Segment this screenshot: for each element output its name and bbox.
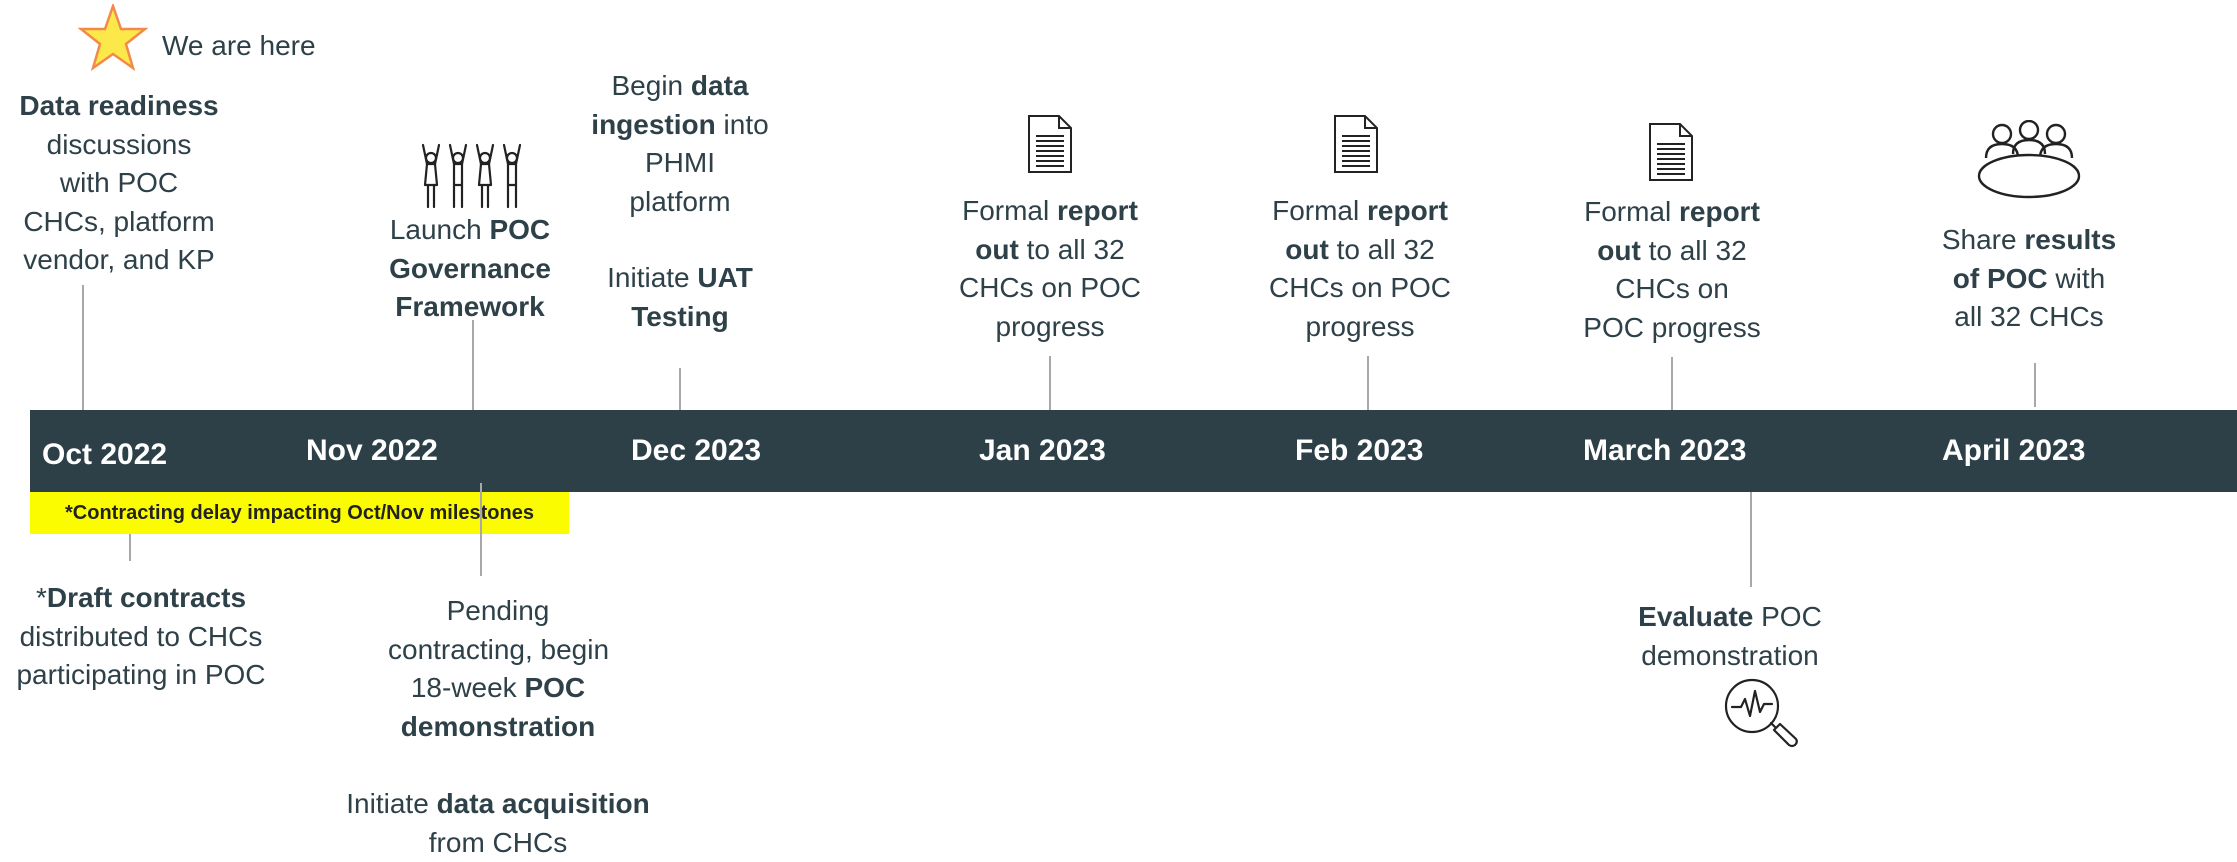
- connector-nov-below: [480, 483, 482, 576]
- connector-march-above: [1671, 357, 1673, 411]
- connector-nov-above: [472, 320, 474, 411]
- mar-above-line2b: to all 32: [1641, 235, 1747, 266]
- jan-above-line4: progress: [945, 308, 1155, 347]
- connector-feb-above: [1367, 356, 1369, 411]
- oct-below-line1a: *: [36, 582, 47, 613]
- feb-above-line4: progress: [1255, 308, 1465, 347]
- nov-below-line1: Pending: [388, 592, 608, 631]
- star-icon: [78, 4, 148, 72]
- jan-above-line1a: Formal: [962, 195, 1057, 226]
- jan-above-line3: CHCs on POC: [945, 269, 1155, 308]
- nov-below-line5b: data acquisition: [437, 788, 650, 819]
- nov-above-line1a: Launch: [390, 214, 490, 245]
- dec-above-line1b: data: [691, 70, 749, 101]
- mar-above-line2a: out: [1597, 235, 1641, 266]
- milestone-dec-above: Begin data ingestion into PHMI platform …: [580, 67, 780, 336]
- oct-below-line3: participating in POC: [0, 656, 282, 695]
- nov-below-line5a: Initiate: [346, 788, 436, 819]
- jan-above-line2b: to all 32: [1019, 234, 1125, 265]
- oct-below-line2: distributed to CHCs: [0, 618, 282, 657]
- month-label-jan-2023: Jan 2023: [979, 434, 1106, 468]
- feb-above-line1b: report: [1367, 195, 1448, 226]
- dec-above-line5a: Initiate: [607, 262, 697, 293]
- connector-oct-below: [129, 534, 131, 561]
- feb-above-line2a: out: [1285, 234, 1329, 265]
- dec-above-line6: Testing: [631, 301, 728, 332]
- oct-above-bold: Data readiness: [19, 90, 218, 121]
- dec-above-line5b: UAT: [697, 262, 752, 293]
- contracting-delay-banner: *Contracting delay impacting Oct/Nov mil…: [30, 492, 569, 534]
- month-label-dec-2023: Dec 2023: [631, 434, 761, 468]
- milestone-nov-above: Launch POC Governance Framework: [375, 211, 565, 327]
- dec-above-line3: PHMI: [580, 144, 780, 183]
- oct-below-line1b: Draft contracts: [47, 582, 246, 613]
- month-label-oct-2022: Oct 2022: [42, 438, 167, 472]
- mar-above-line3: CHCs on: [1567, 270, 1777, 309]
- dec-above-line2a: ingestion: [591, 109, 715, 140]
- nov-below-line6: from CHCs: [328, 824, 668, 862]
- feb-above-line2b: to all 32: [1329, 234, 1435, 265]
- nov-above-line1b: POC: [489, 214, 550, 245]
- dec-above-line4: platform: [580, 183, 780, 222]
- month-label-march-2023: March 2023: [1583, 434, 1746, 468]
- milestone-march-below: Evaluate POC demonstration: [1630, 598, 1830, 675]
- we-are-here-label: We are here: [162, 27, 316, 66]
- feb-above-line3: CHCs on POC: [1255, 269, 1465, 308]
- celebrating-people-icon: [418, 143, 526, 209]
- milestone-feb-above: Formal report out to all 32 CHCs on POC …: [1255, 192, 1465, 346]
- connector-oct-above: [82, 285, 84, 411]
- nov-below-line2: contracting, begin: [388, 631, 608, 670]
- mar-below-line2: demonstration: [1630, 637, 1830, 676]
- timeline-bar: Oct 2022 Nov 2022 Dec 2023 Jan 2023 Feb …: [30, 410, 2237, 492]
- feb-above-line1a: Formal: [1272, 195, 1367, 226]
- nov-below-line4: demonstration: [401, 711, 595, 742]
- connector-jan-above: [1049, 356, 1051, 411]
- oct-above-line3: with POC: [18, 164, 220, 203]
- month-label-nov-2022: Nov 2022: [306, 434, 438, 468]
- milestone-oct-above: Data readiness discussions with POC CHCs…: [18, 87, 220, 280]
- apr-above-line3: all 32 CHCs: [1924, 298, 2134, 337]
- jan-above-line2a: out: [975, 234, 1019, 265]
- connector-dec-above: [679, 368, 681, 411]
- analytics-magnifier-icon: [1722, 676, 1802, 750]
- dec-above-line2b: into: [716, 109, 769, 140]
- milestone-nov-below: Pending contracting, begin 18-week POC d…: [388, 592, 608, 746]
- meeting-table-icon: [1976, 120, 2082, 200]
- connector-march-below: [1750, 492, 1752, 587]
- nov-above-line3: Framework: [395, 291, 544, 322]
- mar-above-line1b: report: [1679, 196, 1760, 227]
- mar-above-line4: POC progress: [1567, 309, 1777, 348]
- oct-above-line2: discussions: [18, 126, 220, 165]
- milestone-jan-above: Formal report out to all 32 CHCs on POC …: [945, 192, 1155, 346]
- nov-below-line3a: 18-week: [411, 672, 525, 703]
- apr-above-line1b: results: [2024, 224, 2116, 255]
- milestone-nov-below-acquisition: Initiate data acquisition from CHCs: [328, 785, 668, 862]
- nov-below-line3b: POC: [524, 672, 585, 703]
- month-label-april-2023: April 2023: [1942, 434, 2085, 468]
- document-icon: [1648, 122, 1694, 182]
- connector-april-above: [2034, 363, 2036, 407]
- mar-below-line1b: POC: [1753, 601, 1821, 632]
- mar-below-line1a: Evaluate: [1638, 601, 1753, 632]
- oct-above-line4: CHCs, platform: [18, 203, 220, 242]
- milestone-april-above: Share results of POC with all 32 CHCs: [1924, 221, 2134, 337]
- milestone-oct-below: *Draft contracts distributed to CHCs par…: [0, 579, 282, 695]
- document-icon: [1027, 114, 1073, 174]
- mar-above-line1a: Formal: [1584, 196, 1679, 227]
- oct-above-line5: vendor, and KP: [18, 241, 220, 280]
- milestone-march-above: Formal report out to all 32 CHCs on POC …: [1567, 193, 1777, 347]
- document-icon: [1333, 114, 1379, 174]
- apr-above-line2a: of POC: [1953, 263, 2048, 294]
- nov-above-line2: Governance: [389, 253, 551, 284]
- month-label-feb-2023: Feb 2023: [1295, 434, 1423, 468]
- apr-above-line2b: with: [2048, 263, 2106, 294]
- jan-above-line1b: report: [1057, 195, 1138, 226]
- apr-above-line1a: Share: [1942, 224, 2025, 255]
- dec-above-line1a: Begin: [612, 70, 691, 101]
